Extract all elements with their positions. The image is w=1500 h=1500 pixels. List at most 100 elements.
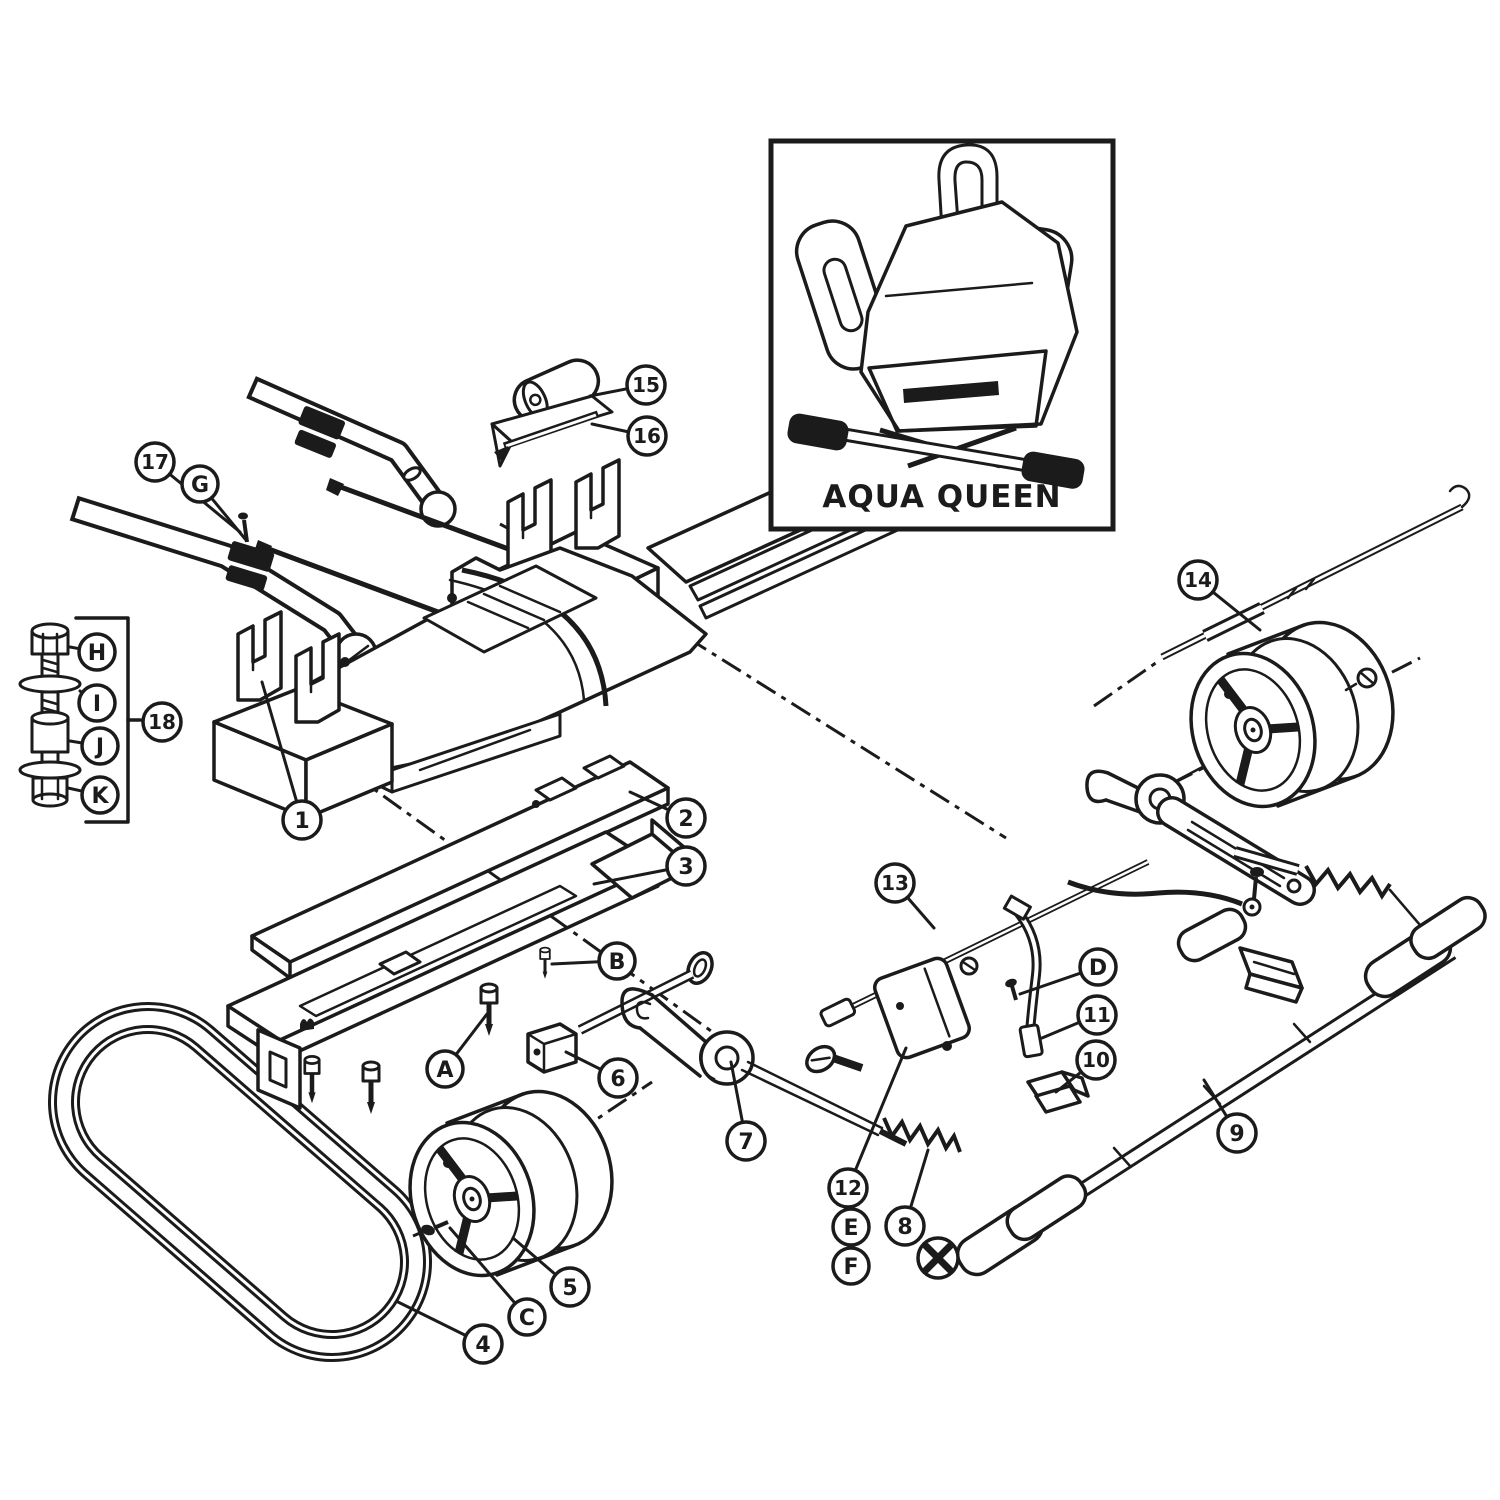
svg-text:G: G xyxy=(191,473,209,498)
leader-line-11 xyxy=(1040,1020,1081,1040)
svg-text:13: 13 xyxy=(881,871,909,895)
leader-line-G xyxy=(209,496,248,542)
callout-I: I xyxy=(77,683,117,723)
callout-15: 15 xyxy=(625,364,667,406)
leader-line-C xyxy=(448,1226,517,1305)
svg-text:I: I xyxy=(93,692,101,717)
svg-text:A: A xyxy=(436,1058,453,1083)
svg-text:8: 8 xyxy=(897,1215,912,1240)
callout-13: 13 xyxy=(874,862,916,904)
svg-text:18: 18 xyxy=(148,710,176,734)
svg-text:2: 2 xyxy=(678,807,693,832)
callout-6: 6 xyxy=(597,1057,639,1099)
clevis-bracket xyxy=(1026,1070,1090,1114)
svg-text:4: 4 xyxy=(475,1333,490,1358)
svg-text:F: F xyxy=(843,1255,858,1280)
feed-hose xyxy=(1002,894,1044,1059)
svg-text:17: 17 xyxy=(141,450,169,474)
leader-lines xyxy=(66,387,1262,1338)
callout-A: A xyxy=(425,1049,465,1089)
drive-rod xyxy=(1160,484,1471,661)
callout-K: K xyxy=(80,775,120,815)
callout-C: C xyxy=(507,1297,547,1337)
svg-text:J: J xyxy=(94,735,104,760)
tension-spring xyxy=(882,1117,962,1153)
callout-8: 8 xyxy=(884,1205,926,1247)
front-pulley-wheel xyxy=(391,1075,632,1292)
leader-line-12 xyxy=(853,1046,908,1172)
svg-text:K: K xyxy=(91,784,109,809)
drive-belt xyxy=(48,1002,432,1362)
callout-16: 16 xyxy=(626,415,668,457)
flap-bar-left xyxy=(69,495,378,676)
leader-line-6 xyxy=(564,1050,603,1071)
svg-text:E: E xyxy=(843,1216,858,1241)
svg-text:C: C xyxy=(519,1306,535,1331)
svg-text:3: 3 xyxy=(678,855,693,880)
leader-line-K xyxy=(66,786,84,793)
leader-line-13 xyxy=(905,895,936,930)
callout-3: 3 xyxy=(665,845,707,887)
callout-J: J xyxy=(80,726,120,766)
svg-text:16: 16 xyxy=(633,424,661,448)
handle-rail xyxy=(955,895,1487,1277)
callout-5: 5 xyxy=(549,1266,591,1308)
svg-text:H: H xyxy=(88,641,106,666)
leader-line-4 xyxy=(396,1300,468,1338)
connecting-yoke xyxy=(620,987,908,1147)
callout-4: 4 xyxy=(462,1323,504,1365)
svg-text:12: 12 xyxy=(834,1176,862,1200)
leader-line-2 xyxy=(628,790,671,812)
rail-upper xyxy=(250,754,670,980)
leader-line-14 xyxy=(1211,590,1262,632)
callout-7: 7 xyxy=(725,1120,767,1162)
callout-H: H xyxy=(77,632,117,672)
leader-line-16 xyxy=(590,422,630,434)
leader-line-B xyxy=(550,960,601,966)
leader-line-7 xyxy=(729,1060,744,1124)
leader-line-8 xyxy=(909,1148,930,1210)
leader-line-5 xyxy=(511,1236,558,1277)
svg-text:11: 11 xyxy=(1083,1003,1111,1027)
leader-line-1 xyxy=(260,680,299,804)
svg-text:5: 5 xyxy=(562,1276,577,1301)
cable-eyelet xyxy=(1067,867,1264,917)
svg-text:10: 10 xyxy=(1082,1048,1110,1072)
group-bracket-18 xyxy=(74,616,142,824)
svg-text:14: 14 xyxy=(1184,568,1212,592)
leader-line-J xyxy=(68,739,84,745)
leader-line-D xyxy=(1018,971,1083,996)
callout-10: 10 xyxy=(1075,1039,1117,1081)
nut-and-bolt xyxy=(526,951,714,1074)
pool-cleaner-illustration xyxy=(787,143,1085,489)
callout-11: 11 xyxy=(1076,994,1118,1036)
callout-1: 1 xyxy=(281,799,323,841)
svg-text:D: D xyxy=(1089,956,1107,981)
flap-bar-upper xyxy=(246,376,457,528)
callout-17: 17 xyxy=(134,441,176,483)
roller-shaft xyxy=(490,394,614,468)
svg-text:7: 7 xyxy=(738,1130,753,1155)
leader-line-9 xyxy=(1202,1078,1229,1119)
phillips-screw-icon xyxy=(916,1236,960,1280)
callout-9: 9 xyxy=(1216,1112,1258,1154)
callout-G: G xyxy=(180,464,220,504)
callout-D: D xyxy=(1078,947,1118,987)
callout-E: E xyxy=(831,1207,871,1247)
product-inset: AQUA QUEEN xyxy=(768,138,1116,532)
leader-line-3 xyxy=(592,868,669,886)
svg-text:15: 15 xyxy=(632,373,660,397)
callout-18: 18 xyxy=(141,701,183,743)
callout-14: 14 xyxy=(1177,559,1219,601)
cam-block xyxy=(805,956,979,1074)
callout-2: 2 xyxy=(665,797,707,839)
pivot-bolt-assembly xyxy=(18,622,82,808)
clamp-band xyxy=(225,541,275,591)
svg-text:1: 1 xyxy=(294,809,309,834)
callout-12: 12 xyxy=(827,1167,869,1209)
callout-B: B xyxy=(597,941,637,981)
svg-text:9: 9 xyxy=(1229,1122,1244,1147)
